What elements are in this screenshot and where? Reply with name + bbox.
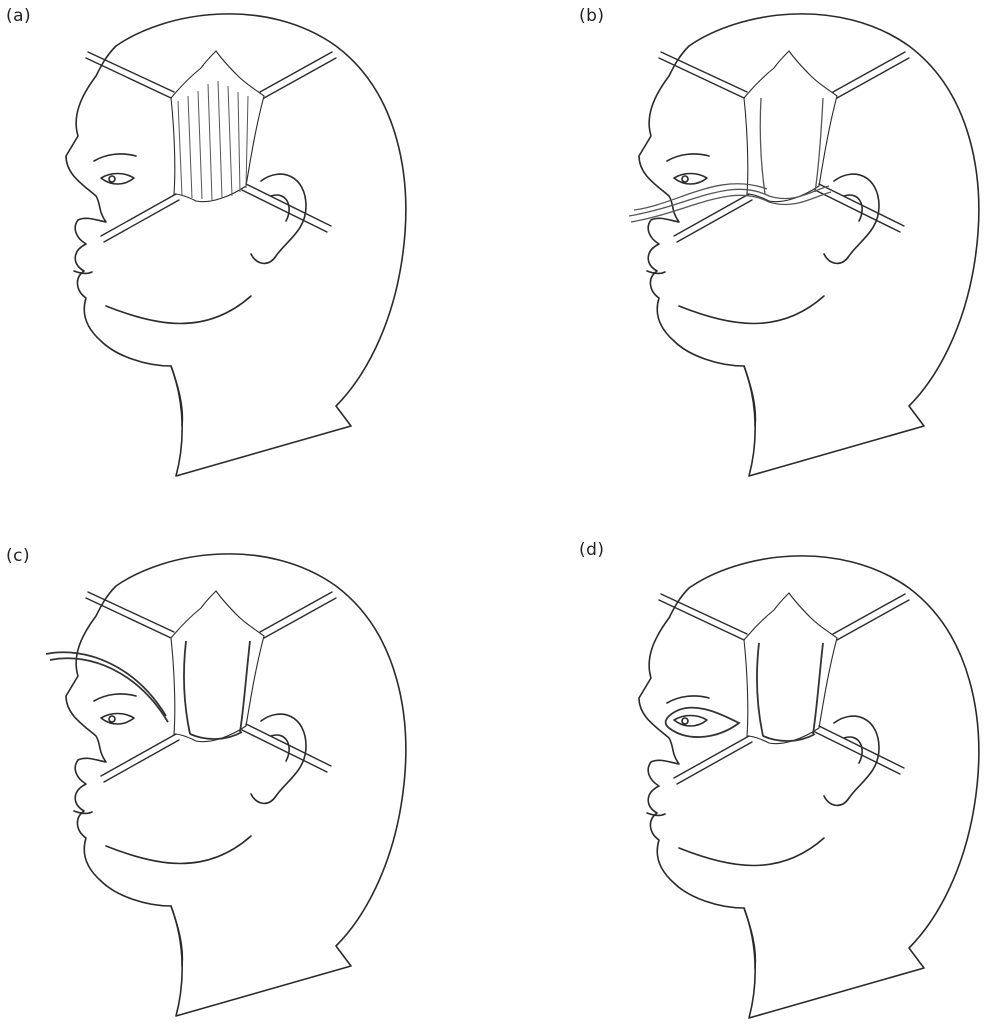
panel-a: (a) [6, 6, 426, 486]
fascia-strip [629, 98, 831, 222]
panel-b: (b) [579, 6, 999, 486]
head-illustration [6, 546, 426, 1026]
panel-d: (d) [579, 540, 999, 1020]
fascia-strip [178, 81, 248, 200]
head-illustration [579, 540, 999, 1020]
head-illustration [579, 6, 999, 486]
panel-c: (c) [6, 546, 426, 1026]
head-illustration [6, 6, 426, 486]
